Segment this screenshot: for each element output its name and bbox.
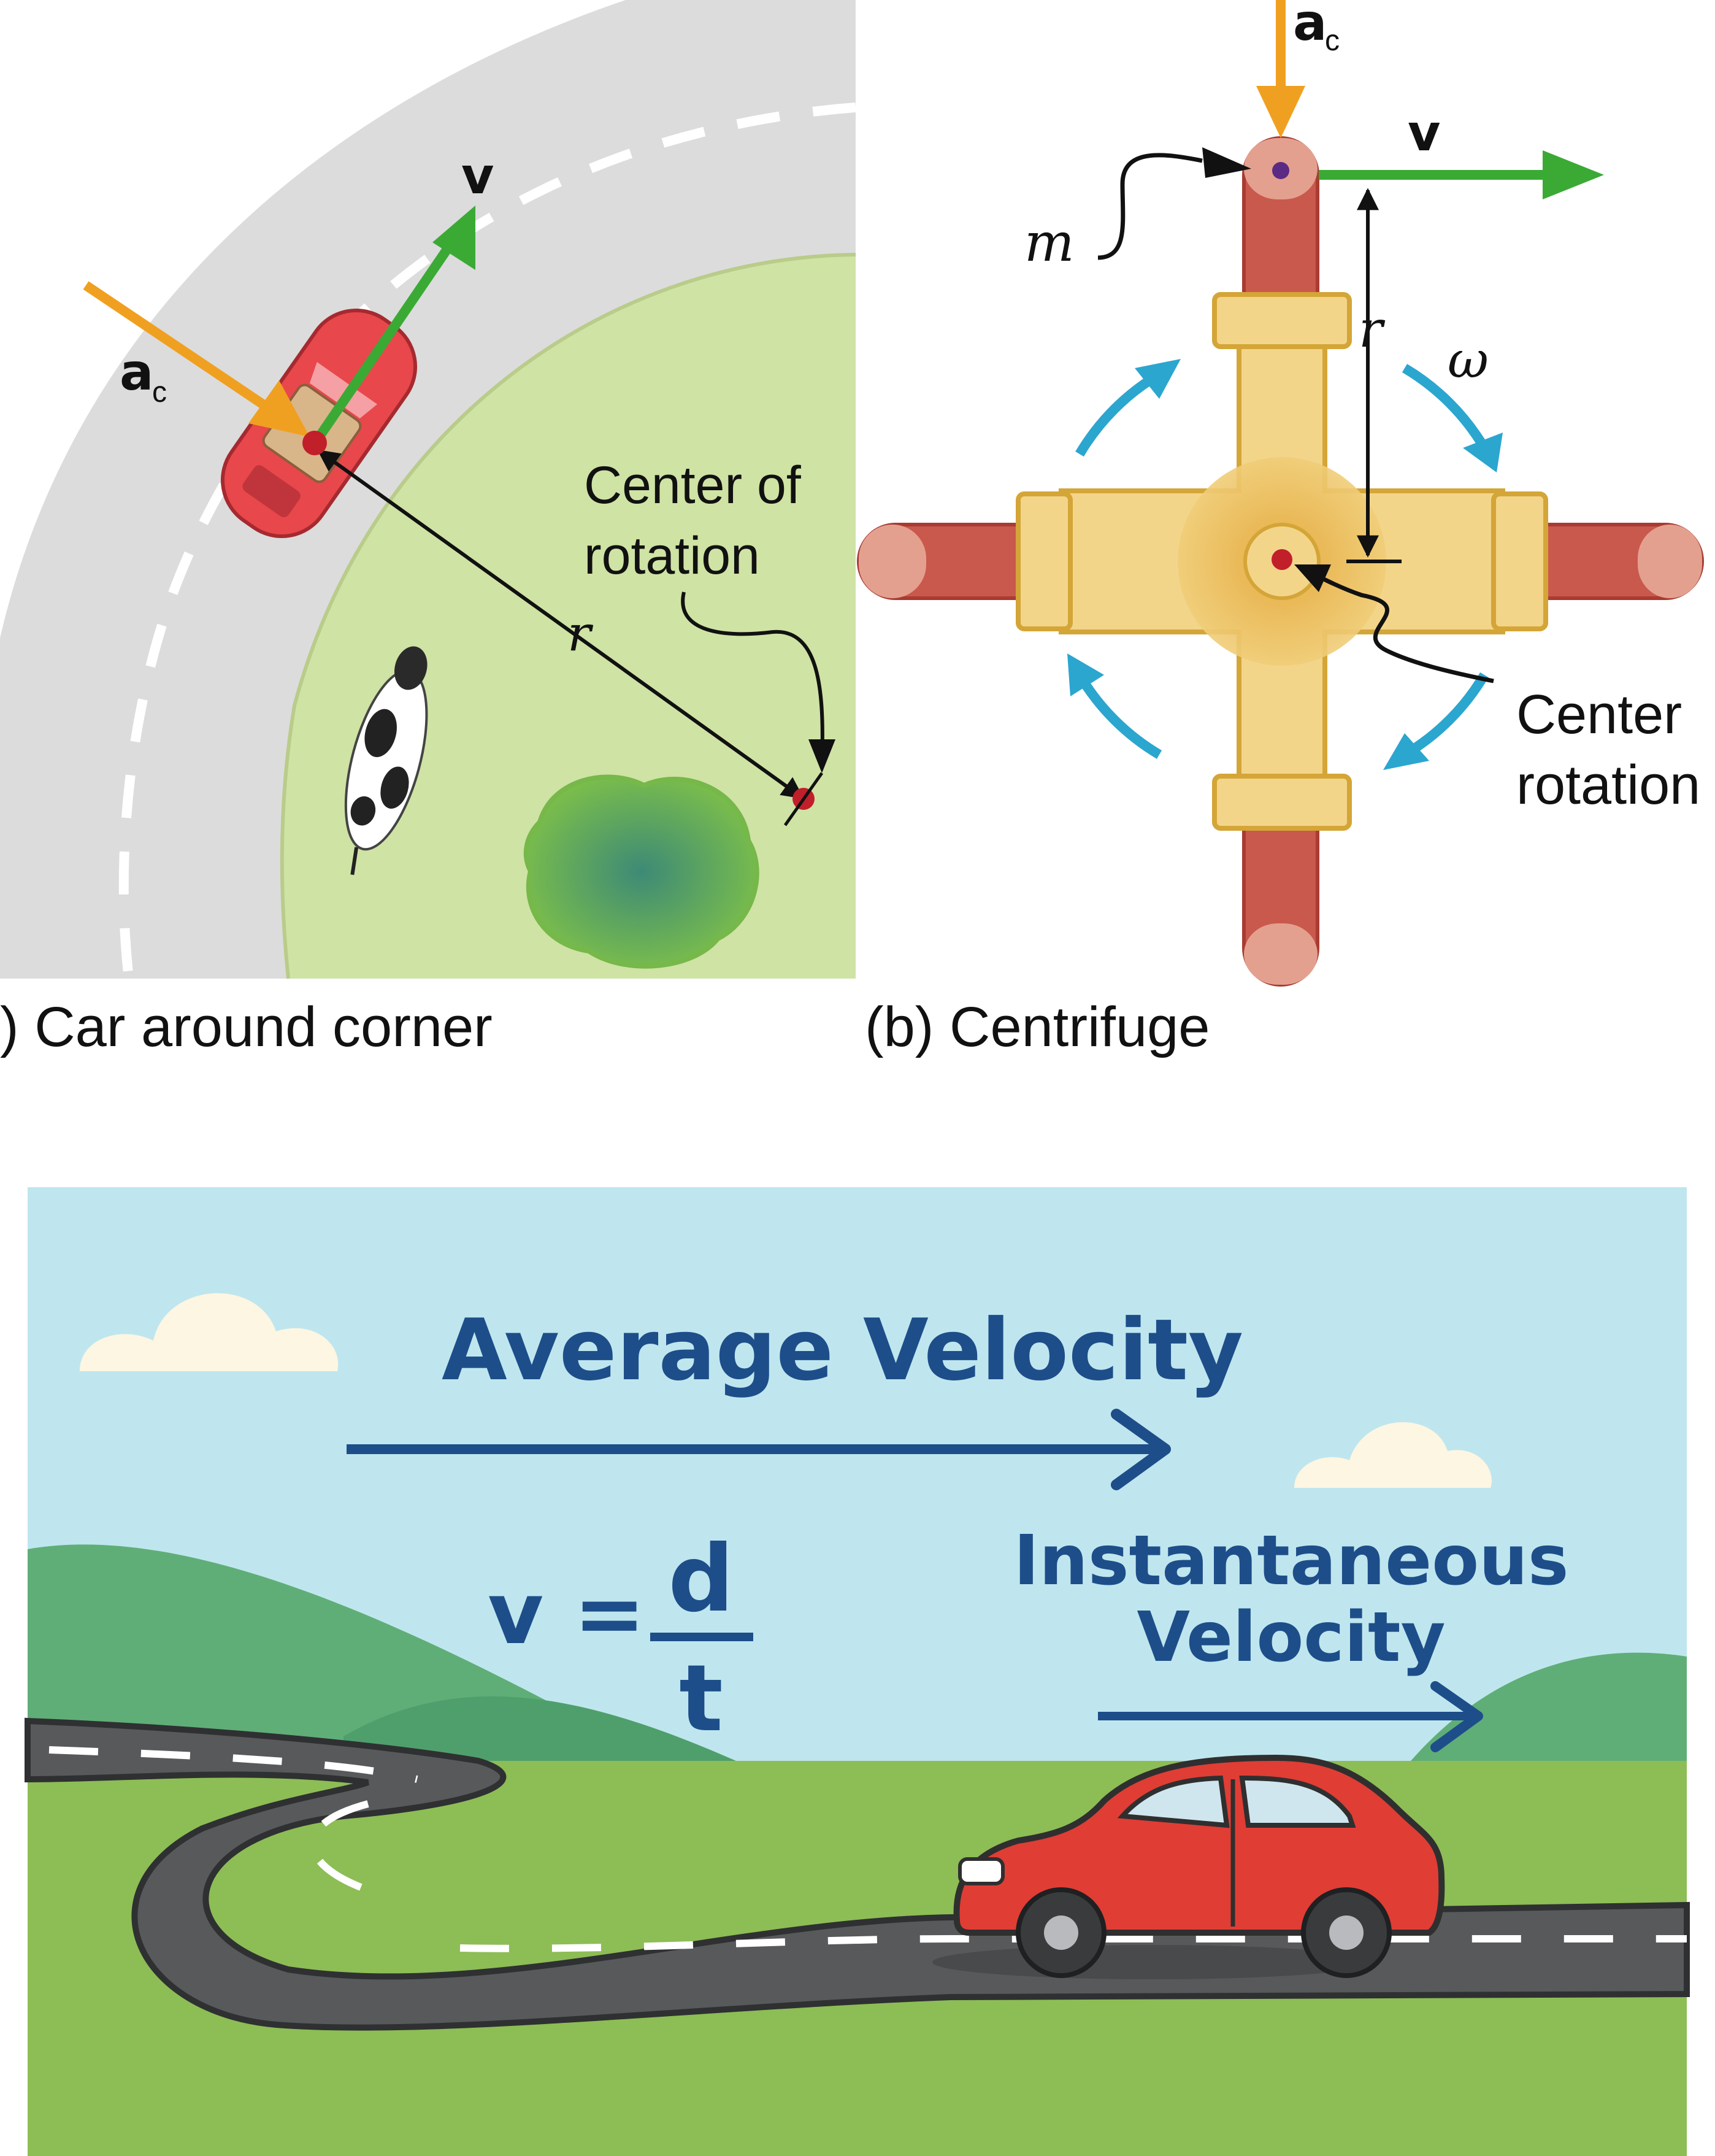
radius-arrow bbox=[317, 449, 804, 799]
panel-car-around-corner: v a c r Center of rotation ) Car around … bbox=[0, 0, 856, 1058]
centrifuge-tubes bbox=[857, 136, 1704, 987]
average-velocity-arrow bbox=[347, 1409, 1171, 1490]
centrifuge-velocity-label: v bbox=[1408, 104, 1440, 163]
right-hill bbox=[1411, 1652, 1687, 1779]
acceleration-subscript: c bbox=[152, 376, 167, 409]
centrifuge-acceleration-subscript: c bbox=[1325, 25, 1340, 57]
centrifuge-acceleration-arrow bbox=[1256, 0, 1305, 138]
instantaneous-velocity-title-line1: Instantaneous bbox=[1013, 1521, 1568, 1601]
formula-numerator: d bbox=[668, 1526, 734, 1633]
formula-denominator: t bbox=[679, 1646, 723, 1752]
center-of-rotation-label-line1: Center of bbox=[584, 456, 802, 515]
average-velocity-title: Average Velocity bbox=[442, 1301, 1243, 1399]
mass-dot bbox=[1272, 162, 1289, 179]
mass-label: m bbox=[1024, 212, 1075, 274]
rotation-arrowheads bbox=[1067, 359, 1503, 770]
acceleration-label: a bbox=[120, 344, 153, 402]
red-hatchback-car bbox=[932, 1754, 1445, 1979]
instantaneous-velocity-title-line2: Velocity bbox=[1137, 1598, 1445, 1677]
centrifuge-velocity-arrow bbox=[1319, 150, 1604, 199]
angular-velocity-label: ω bbox=[1448, 331, 1489, 390]
centrifuge-center-dot bbox=[1272, 549, 1292, 570]
panel-a-caption: ) Car around corner bbox=[0, 996, 493, 1058]
centripetal-acceleration-arrow bbox=[83, 281, 310, 437]
panel-b-caption: (b) Centrifuge bbox=[865, 996, 1210, 1058]
centrifuge-acceleration-label: a bbox=[1293, 0, 1327, 52]
center-of-rotation-label-line2: rotation bbox=[584, 526, 760, 585]
panel-average-vs-instantaneous-velocity: Average Velocity Instantaneous Velocity … bbox=[25, 1187, 1690, 2156]
velocity-arrow bbox=[312, 206, 475, 445]
instantaneous-velocity-arrow bbox=[1098, 1681, 1483, 1752]
center-pointer-line bbox=[681, 591, 824, 761]
mass-pointer-line bbox=[1097, 153, 1203, 260]
clouds bbox=[80, 1293, 1492, 1488]
centrifuge-center-label-line2: rotation bbox=[1516, 755, 1700, 816]
centrifuge-center-pointer-line bbox=[1305, 568, 1494, 683]
formula-lhs: v = bbox=[488, 1564, 645, 1664]
centrifuge-center-label-line1: Center bbox=[1516, 684, 1682, 745]
panel-centrifuge: a c v m r ω Center rotation (b) Centrifu… bbox=[857, 0, 1704, 1058]
centrifuge-radius-label: r bbox=[1359, 301, 1386, 359]
velocity-label: v bbox=[461, 147, 494, 206]
car-center-of-mass-dot bbox=[302, 431, 327, 455]
pond bbox=[523, 774, 759, 969]
radius-label: r bbox=[567, 605, 594, 662]
